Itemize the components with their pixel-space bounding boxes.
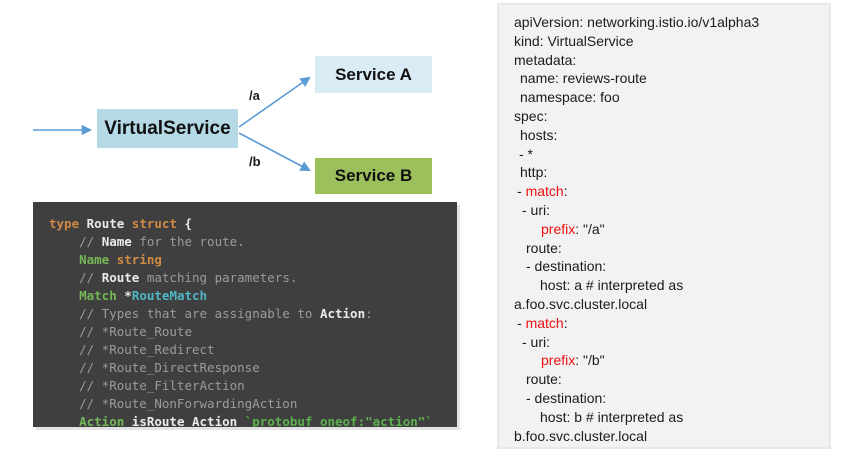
route-b-edge-label: /b xyxy=(249,154,261,169)
route-a-edge-label: /a xyxy=(249,88,260,103)
go-code-block: type Route struct { // Name for the rout… xyxy=(33,202,457,427)
go-code: type Route struct { // Name for the rout… xyxy=(49,216,433,427)
virtualservice-node: VirtualService xyxy=(97,109,238,148)
service-a-node: Service A xyxy=(315,56,432,93)
yaml-config-panel: apiVersion: networking.istio.io/v1alpha3… xyxy=(497,3,831,449)
yaml-config-content: apiVersion: networking.istio.io/v1alpha3… xyxy=(514,14,760,444)
service-b-node: Service B xyxy=(315,158,432,194)
